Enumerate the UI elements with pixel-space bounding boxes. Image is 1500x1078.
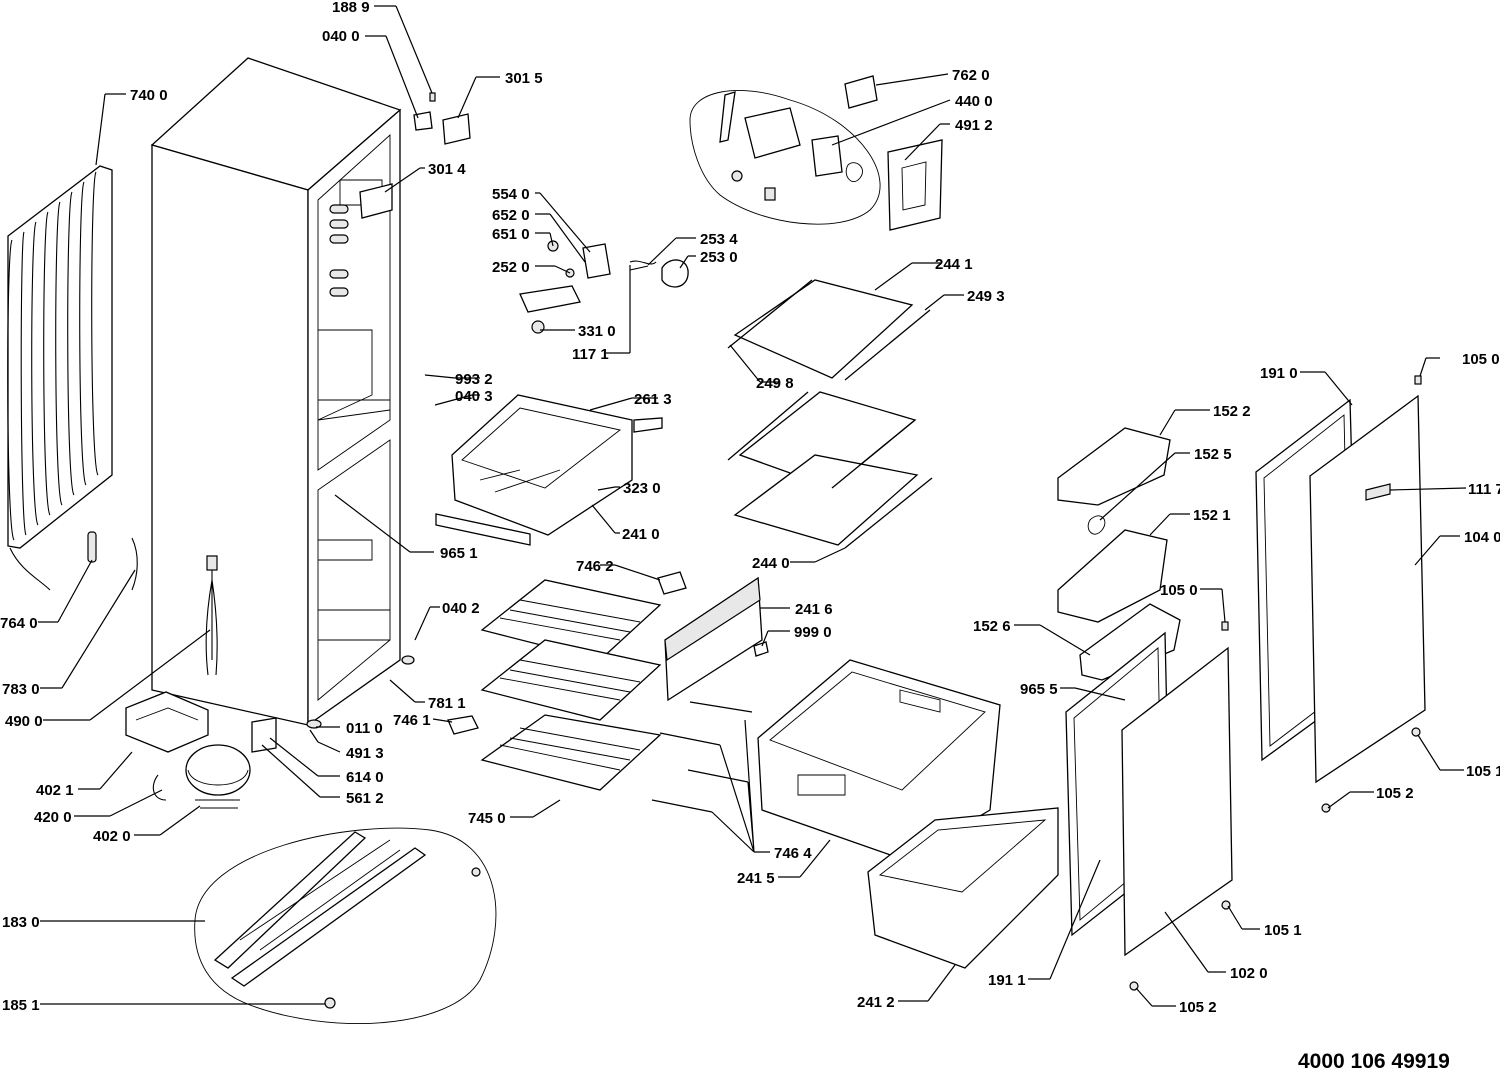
label-651-0: 651 0 xyxy=(492,226,530,243)
label-652-0: 652 0 xyxy=(492,207,530,224)
label-040-2: 040 2 xyxy=(442,600,480,617)
label-111-7: 111 7 xyxy=(1468,481,1500,498)
label-965-1: 965 1 xyxy=(440,545,478,562)
label-241-6: 241 6 xyxy=(795,601,833,618)
label-301-5: 301 5 xyxy=(505,70,543,87)
label-783-0: 783 0 xyxy=(2,681,40,698)
freezer-door-assembly xyxy=(1065,621,1233,991)
label-331-0: 331 0 xyxy=(578,323,616,340)
label-746-2: 746 2 xyxy=(576,558,614,575)
label-993-2: 993 2 xyxy=(455,371,493,388)
door-bins xyxy=(1057,427,1181,681)
label-117-1: 117 1 xyxy=(572,346,609,363)
label-965-5: 965 5 xyxy=(1020,681,1058,698)
capillary-tube xyxy=(131,537,138,591)
label-746-4: 746 4 xyxy=(774,845,812,862)
label-105-0-fridge: 105 0 xyxy=(1462,351,1500,368)
glass-shelves xyxy=(727,279,933,549)
freezer-wire-baskets xyxy=(480,579,662,791)
label-249-8: 249 8 xyxy=(756,375,794,392)
label-740-0: 740 0 xyxy=(130,87,168,104)
label-402-1: 402 1 xyxy=(36,782,74,799)
label-261-3: 261 3 xyxy=(634,391,672,408)
label-244-0: 244 0 xyxy=(752,555,790,572)
label-402-0: 402 0 xyxy=(93,828,131,845)
label-440-0: 440 0 xyxy=(955,93,993,110)
label-561-2: 561 2 xyxy=(346,790,384,807)
label-554-0: 554 0 xyxy=(492,186,530,203)
drier-filter xyxy=(87,531,97,563)
compressor-assembly xyxy=(125,691,277,809)
label-491-2: 491 2 xyxy=(955,117,993,134)
label-188-9: 188 9 xyxy=(332,0,370,16)
label-183-0: 183 0 xyxy=(2,914,40,931)
label-102-0: 102 0 xyxy=(1230,965,1268,982)
label-040-3: 040 3 xyxy=(455,388,493,405)
label-244-1: 244 1 xyxy=(935,256,973,273)
base-frame-assembly xyxy=(194,827,497,1025)
freezer-drawer-small xyxy=(867,807,1059,969)
label-152-5: 152 5 xyxy=(1194,446,1232,463)
label-152-1: 152 1 xyxy=(1193,507,1231,524)
thermostat-lamp-assembly xyxy=(519,240,689,334)
label-420-0: 420 0 xyxy=(34,809,72,826)
label-185-1: 185 1 xyxy=(2,997,40,1014)
label-241-0: 241 0 xyxy=(622,526,660,543)
document-number: 4000 106 49919 xyxy=(1298,1050,1450,1073)
fridge-crisper xyxy=(435,394,663,546)
flap-brackets xyxy=(447,571,753,813)
label-152-6: 152 6 xyxy=(973,618,1011,635)
label-252-0: 252 0 xyxy=(492,259,530,276)
cabinet xyxy=(150,57,415,729)
label-191-0: 191 0 xyxy=(1260,365,1298,382)
label-745-0: 745 0 xyxy=(468,810,506,827)
fan-assembly xyxy=(689,75,943,231)
label-040-0: 040 0 xyxy=(322,28,360,45)
label-249-3: 249 3 xyxy=(967,288,1005,305)
label-491-3: 491 3 xyxy=(346,745,384,762)
label-191-1: 191 1 xyxy=(988,972,1026,989)
label-999-0: 999 0 xyxy=(794,624,832,641)
label-253-4: 253 4 xyxy=(700,231,738,248)
label-253-0: 253 0 xyxy=(700,249,738,266)
label-105-1-fridge: 105 1 xyxy=(1466,763,1500,780)
freezer-flap xyxy=(664,576,769,702)
top-hinge-parts xyxy=(359,92,471,219)
label-490-0: 490 0 xyxy=(5,713,43,730)
label-105-2-freezer: 105 2 xyxy=(1179,999,1217,1016)
label-614-0: 614 0 xyxy=(346,769,384,786)
label-762-0: 762 0 xyxy=(952,67,990,84)
label-241-5: 241 5 xyxy=(737,870,775,887)
label-152-2: 152 2 xyxy=(1213,403,1251,420)
label-104-0: 104 0 xyxy=(1464,529,1500,546)
label-301-4: 301 4 xyxy=(428,161,466,178)
label-011-0: 011 0 xyxy=(346,720,383,737)
label-241-2: 241 2 xyxy=(857,994,895,1011)
label-105-0-freezer: 105 0 xyxy=(1160,582,1198,599)
label-746-1: 746 1 xyxy=(393,712,431,729)
label-105-2-fridge: 105 2 xyxy=(1376,785,1414,802)
label-781-1: 781 1 xyxy=(428,695,466,712)
label-323-0: 323 0 xyxy=(623,480,661,497)
freezer-drawer-large xyxy=(757,659,1001,861)
fridge-door-assembly xyxy=(1255,375,1426,813)
callout-labels: 188 9 040 0 301 5 740 0 301 4 554 0 652 … xyxy=(0,0,1500,1016)
leader-lines xyxy=(38,5,1467,1007)
label-764-0: 764 0 xyxy=(0,615,38,632)
condenser-coil xyxy=(7,165,113,591)
label-105-1-freezer: 105 1 xyxy=(1264,922,1302,939)
